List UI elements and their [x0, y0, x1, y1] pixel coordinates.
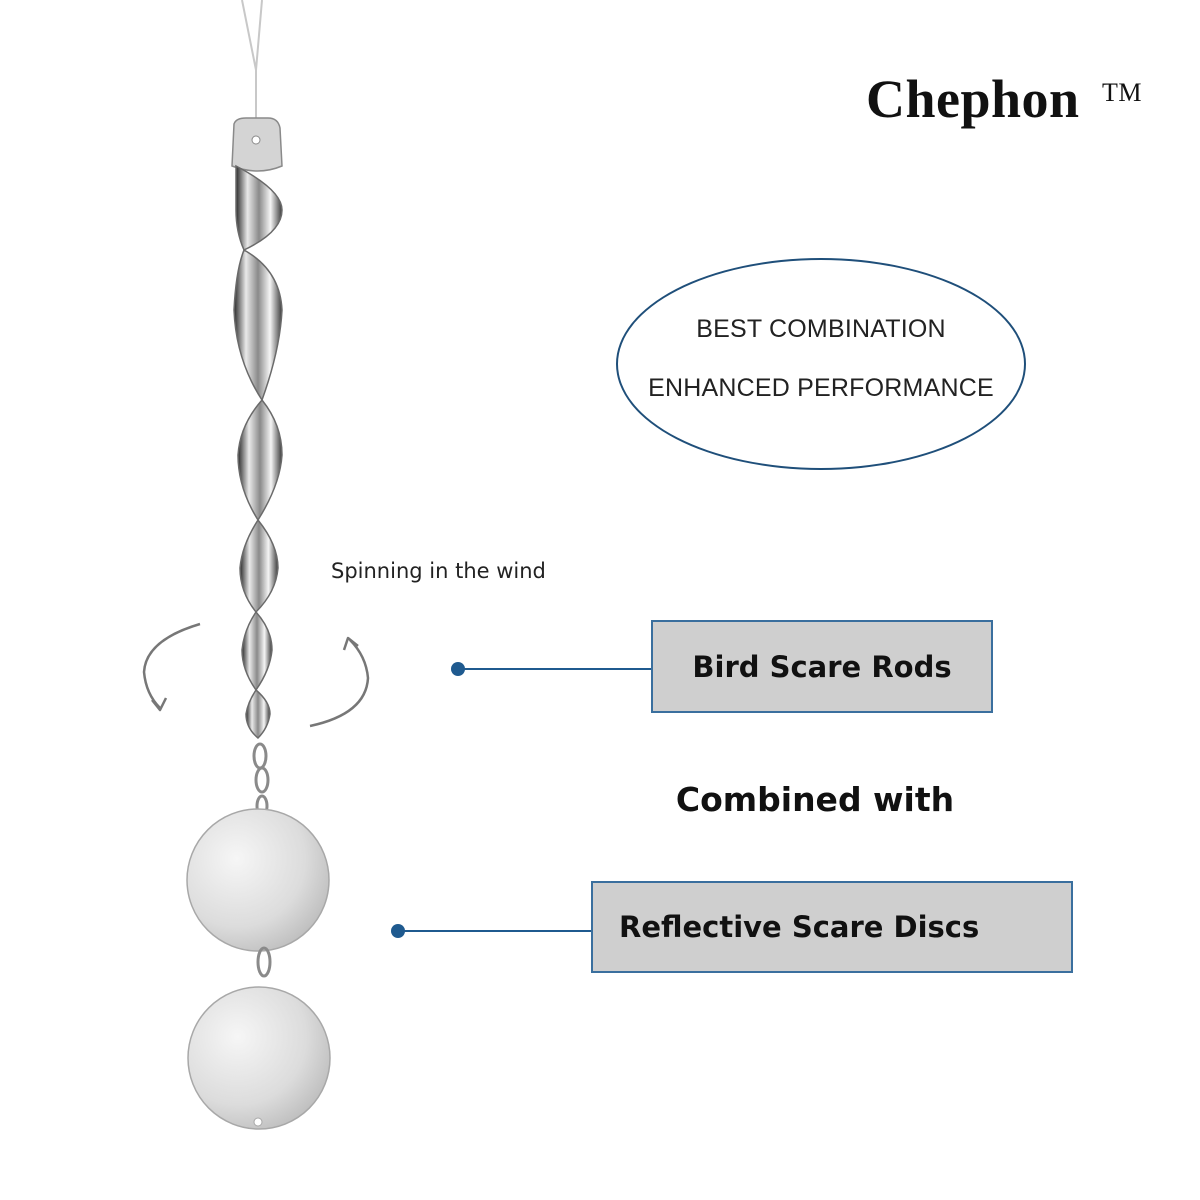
reflective-disc-upper	[186, 808, 330, 952]
rods-callout-line	[458, 668, 652, 670]
bird-scare-rods-box: Bird Scare Rods	[651, 620, 993, 713]
brand-logo: Chephon TM	[866, 64, 1142, 134]
badge-line-2: ENHANCED PERFORMANCE	[648, 374, 994, 402]
trademark-mark: TM	[1102, 78, 1142, 107]
rotation-arrow-left-icon	[142, 622, 201, 709]
rotation-arrow-right-icon	[309, 639, 370, 728]
hanging-string	[241, 0, 263, 71]
reflective-scare-discs-box: Reflective Scare Discs	[591, 881, 1073, 973]
brand-name: Chephon	[866, 69, 1080, 129]
badge-line-1: BEST COMBINATION	[696, 315, 946, 343]
spiral-rod	[233, 164, 283, 740]
disc-link	[256, 946, 272, 978]
reflective-disc-lower	[187, 986, 331, 1130]
discs-callout-line	[398, 930, 592, 932]
rotation-arrows	[142, 622, 370, 728]
combined-with-label: Combined with	[675, 780, 955, 819]
chain	[252, 742, 270, 818]
spinning-label: Spinning in the wind	[331, 559, 546, 583]
combination-badge: BEST COMBINATION ENHANCED PERFORMANCE	[616, 258, 1026, 470]
rod-top-cap	[231, 117, 283, 172]
